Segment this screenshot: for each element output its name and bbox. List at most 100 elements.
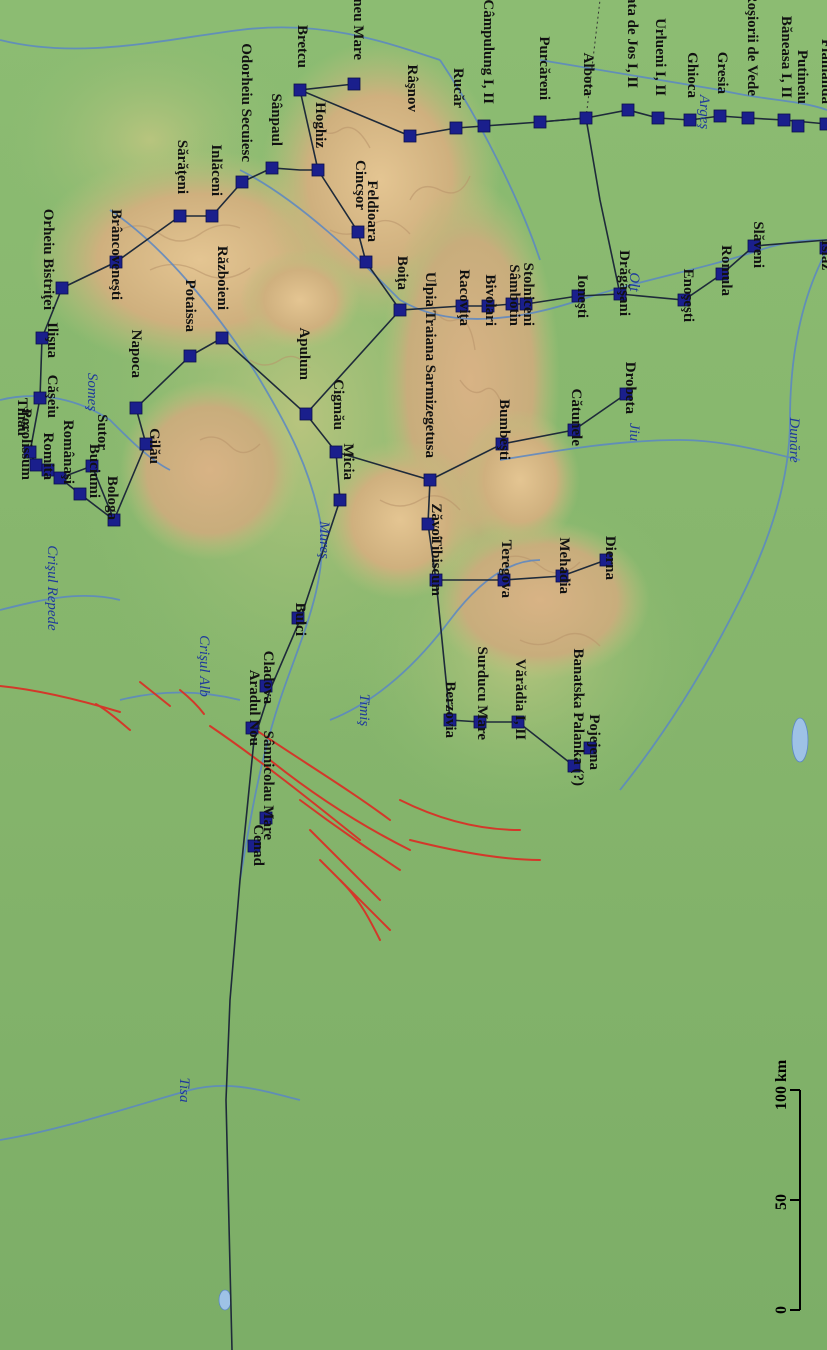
scale-tick-50: 50: [773, 1194, 790, 1210]
fort-label-apulum: Apulum: [296, 327, 312, 380]
river-label-jiu: Jiu: [626, 423, 642, 441]
fort-label-bumbe-ti: Bumbeşti: [496, 399, 512, 460]
fort-marker-sutor: [85, 459, 99, 473]
fort-marker-hoghiz: [311, 163, 325, 177]
fort-label-tih-u: Tihău: [14, 398, 30, 436]
river-tisa: [0, 1084, 301, 1141]
fort-label-inl-ceni: Inlăceni: [208, 144, 224, 196]
fort-label-ili-ua: Ilişua: [44, 322, 60, 358]
fort-label-banatska-palanka: Banatska Palanka (?): [570, 648, 586, 786]
fort-label-r-nov: Râşnov: [404, 64, 420, 112]
fort-marker-urlueni-i-ii: [651, 111, 665, 125]
fort-marker-bivolari: [481, 299, 495, 313]
road-dierna: [427, 479, 607, 581]
fort-label-boro-neu-mare: Boroşneu Mare: [350, 0, 366, 60]
fort-label-cenad: Cenad: [250, 824, 266, 866]
fort-marker-z-voi: [421, 517, 435, 531]
road-bretcu: [299, 89, 319, 171]
river-label-olt: Olt: [626, 272, 642, 292]
fort-marker-r-zboieni: [215, 331, 229, 345]
fort-markers: [23, 77, 827, 853]
fort-marker-fl-m-nda: [819, 117, 827, 131]
fort-marker-cenad: [247, 839, 261, 853]
fort-marker-napoca: [129, 401, 143, 415]
fort-label-albota: Albota: [580, 53, 596, 97]
fort-label-potaissa: Potaissa: [182, 280, 198, 333]
fort-label-romula: Romula: [718, 245, 734, 296]
fort-label-putineiu: Putineiu: [794, 50, 810, 104]
road-east-limes: [539, 117, 621, 295]
fort-marker-ro-iorii-de-vede: [741, 111, 755, 125]
fort-marker-drobeta: [619, 387, 633, 401]
fort-marker-stolniceni: [519, 297, 533, 311]
fort-marker-surducu-mare: [473, 715, 487, 729]
fort-label-buciumi: Buciumi: [86, 444, 102, 498]
fort-label-surducu-mare: Surducu Mare: [474, 647, 490, 741]
fort-label-islaz: Islaz: [818, 240, 827, 270]
fort-marker-gil-u: [139, 437, 153, 451]
fort-label-racovi-a: Racoviţa: [456, 269, 472, 326]
fort-label-dierna: Dierna: [602, 536, 618, 581]
fort-marker-micia: [333, 493, 347, 507]
fort-label-orheiu-bistri-ei: Orheiu Bistriţei: [40, 209, 56, 310]
fort-marker-bretcu: [293, 83, 307, 97]
fort-marker-romula: [715, 267, 729, 281]
fort-label-gresia: Gresia: [714, 52, 730, 95]
fort-marker-bulci: [291, 611, 305, 625]
fort-label-berzovia: Berzovia: [442, 681, 458, 738]
fort-label-s-npaul: Sânpaul: [268, 93, 284, 146]
fort-label-pojejena: Pojejena: [586, 714, 602, 770]
fort-marker-r-nov: [403, 129, 417, 143]
fort-label-romita: Romita: [40, 433, 56, 481]
fort-label-sutor: Sutor: [94, 414, 110, 450]
fort-marker-ili-ua: [35, 331, 49, 345]
fort-label-v-r-dia-i-ii: Vărădia I, II: [512, 659, 528, 740]
fort-label-ghioca: Ghioca: [684, 52, 700, 98]
fort-label-boi-a: Boiţa: [394, 256, 410, 291]
river-label-arge: Argeş: [696, 94, 712, 130]
fort-marker-banatska-palanka: [567, 759, 581, 773]
fort-label-urlueni-i-ii: Urlueni I, II: [652, 18, 668, 96]
fort-label-s-nnicolau-mare: Sânnicolau Mare: [260, 731, 276, 841]
fort-marker-potaissa: [183, 349, 197, 363]
river-crisul-repede: [0, 595, 121, 611]
fort-label-fl-m-nda: Flămânda: [818, 39, 827, 105]
fort-marker-dr-g-ani: [613, 287, 627, 301]
fort-label-gil-u: Gilău: [146, 428, 162, 464]
fort-label-stolniceni: Stolniceni: [520, 263, 536, 326]
fort-label-rom-na-i: Românaşi: [60, 420, 76, 484]
river-label-timi: Timiş: [356, 694, 372, 727]
fort-label-ulpia-traiana-sarmizegetusa: Ulpia Traiana Sarmizegetusa: [422, 272, 438, 459]
fort-marker-rom-na-i: [53, 471, 67, 485]
road-apulum: [305, 309, 401, 415]
fort-label-drobeta: Drobeta: [622, 362, 638, 415]
river-crisul-alb: [119, 691, 241, 701]
fort-label-mehadia: Mehadia: [556, 537, 572, 594]
fort-marker-tibiscum: [429, 573, 443, 587]
fort-marker-cigm-u: [329, 445, 343, 459]
river-label-dun-re: Dunăre: [786, 416, 802, 463]
fort-marker-cinc-or: [351, 225, 365, 239]
fort-marker-teregova: [497, 573, 511, 587]
fort-marker-s-pata-de-jos-i-ii: [621, 103, 635, 117]
river-arges: [539, 59, 827, 111]
fort-label-eno-e-ti: Enoşeşti: [680, 269, 696, 322]
fort-marker-s-nnicolau-mare: [259, 811, 273, 825]
fort-marker-c-mpulung-i-ii: [477, 119, 491, 133]
fort-label-c-eiu: Căşeiu: [44, 375, 60, 418]
fort-marker-bologa: [107, 513, 121, 527]
fort-marker-bumbe-ti: [495, 437, 509, 451]
fort-marker-albota: [579, 111, 593, 125]
fort-label-c-mpulung-i-ii: Câmpulung I, II: [480, 0, 496, 104]
fort-label-hoghiz: Hoghiz: [312, 102, 328, 148]
fort-marker-sl-veni: [747, 239, 761, 253]
scale-tick-0: 0: [773, 1306, 790, 1314]
fort-marker-tih-u: [23, 445, 37, 459]
fort-marker-s-npaul: [265, 161, 279, 175]
fort-label-ione-ti: Ioneşti: [574, 275, 590, 318]
fort-label-bulci: Bulci: [292, 603, 308, 636]
fort-marker-gresia: [713, 109, 727, 123]
fort-label-bretcu: Bretcu: [294, 25, 310, 68]
